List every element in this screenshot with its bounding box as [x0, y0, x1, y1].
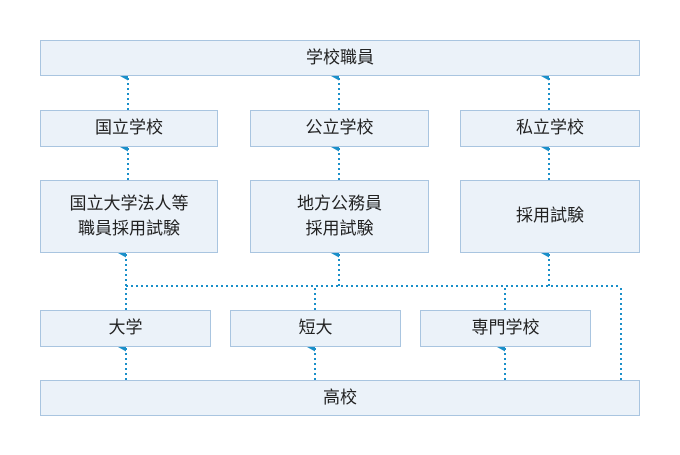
junior-college-label: 短大 [298, 318, 333, 339]
private-school-label: 私立学校 [516, 118, 584, 139]
high-school-label: 高校 [323, 387, 357, 408]
public-school-label: 公立学校 [305, 118, 374, 139]
private-exam-box: 採用試験 [460, 180, 640, 253]
high-school-box: 高校 [40, 380, 640, 416]
national-school-box: 国立学校 [40, 110, 218, 147]
national-exam-label-line1: 国立大学法人等 [69, 193, 189, 214]
private-exam-label: 採用試験 [516, 206, 584, 227]
public-school-box: 公立学校 [250, 110, 429, 147]
local-exam-label-line2: 採用試験 [305, 218, 374, 239]
school-staff-label: 学校職員 [306, 47, 374, 68]
school-staff-box: 学校職員 [40, 40, 640, 76]
junior-college-box: 短大 [230, 310, 401, 347]
university-label: 大学 [108, 318, 143, 339]
local-exam-label-line1: 地方公務員 [297, 193, 382, 214]
national-school-label: 国立学校 [95, 118, 163, 139]
university-box: 大学 [40, 310, 211, 347]
national-exam-label-line2: 職員採用試験 [78, 218, 180, 239]
private-school-box: 私立学校 [460, 110, 640, 147]
local-civil-service-exam-box: 地方公務員 採用試験 [250, 180, 429, 253]
vocational-school-box: 専門学校 [420, 310, 591, 347]
national-exam-box: 国立大学法人等 職員採用試験 [40, 180, 218, 253]
vocational-school-label: 専門学校 [471, 318, 540, 339]
